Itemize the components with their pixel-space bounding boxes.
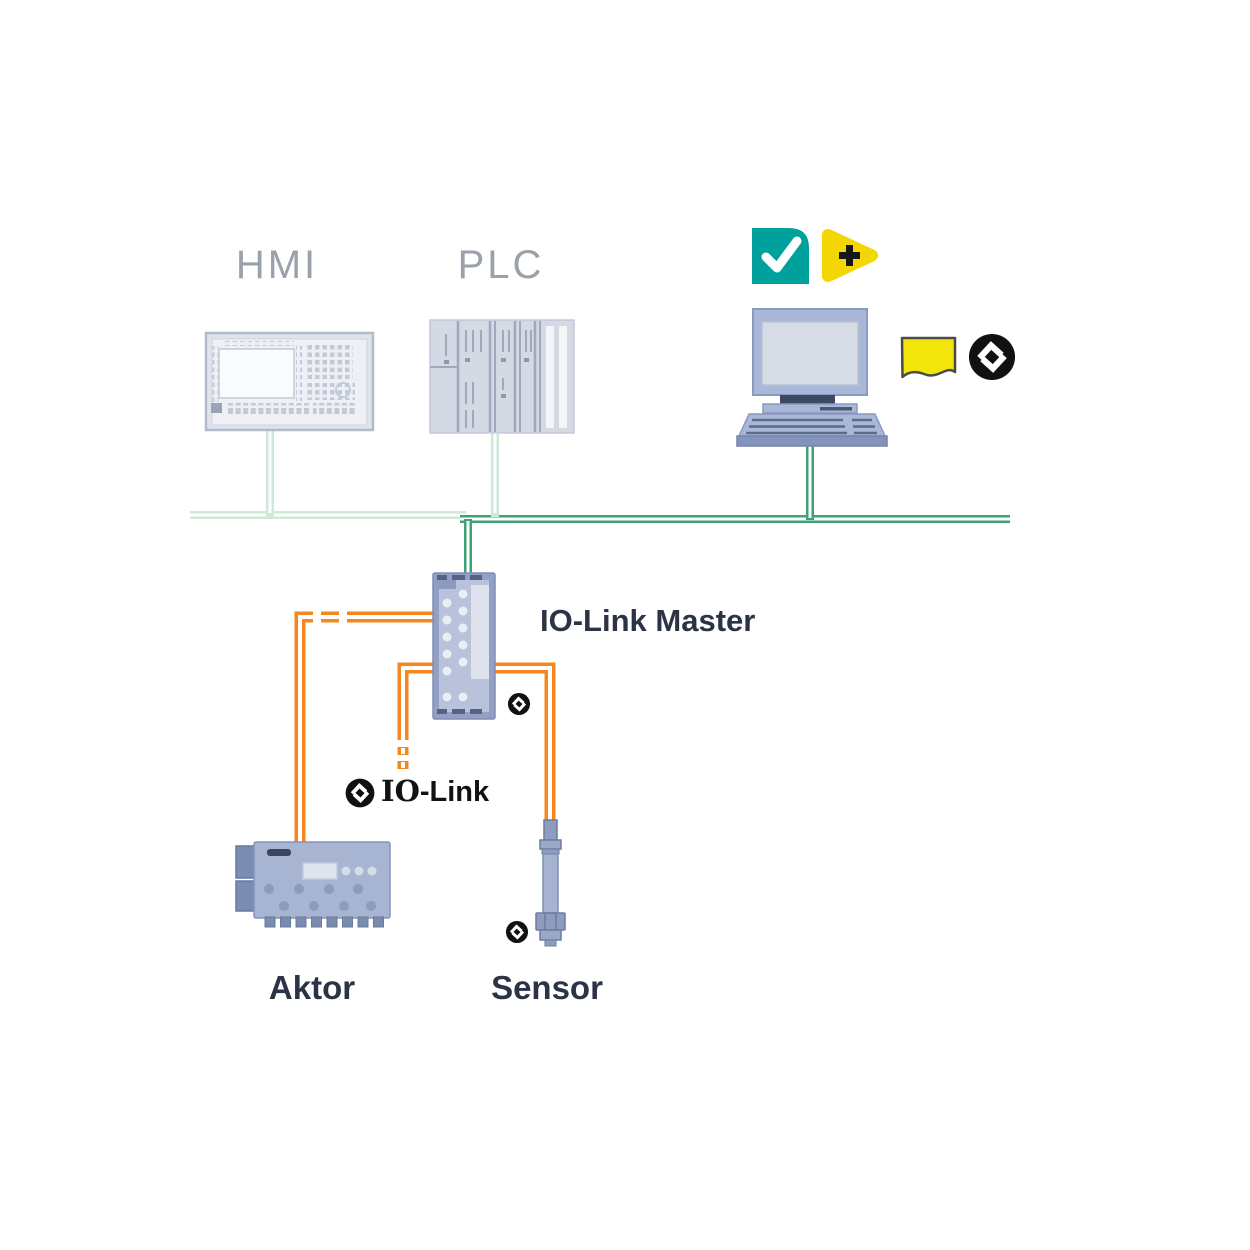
pc-keyboard-base xyxy=(736,435,888,447)
data-exchange-icon-master xyxy=(507,692,531,716)
io-link-logo-text: IO-Link xyxy=(381,774,489,809)
cable-master-to-sensor xyxy=(492,662,556,832)
data-exchange-icon-pc xyxy=(969,334,1015,380)
check-icon xyxy=(752,228,809,284)
io-link-logo-text-io: IO xyxy=(381,774,420,808)
data-exchange-icon-sensor xyxy=(505,920,529,944)
aktor-label: Aktor xyxy=(268,969,356,1006)
play-plus-icon xyxy=(822,229,878,282)
plc-device xyxy=(429,319,575,434)
sensor-label: Sensor xyxy=(491,969,603,1006)
io-link-logo-icon xyxy=(345,778,375,808)
io-link-master-device xyxy=(432,572,496,720)
io-link-master-label: IO-Link Master xyxy=(540,603,756,638)
fieldbus-network xyxy=(190,429,1010,575)
pc-monitor-neck xyxy=(780,395,835,404)
plc-label: PLC xyxy=(457,243,545,287)
io-link-logo-text-link: -Link xyxy=(419,776,490,808)
cable-master-io-link-stub xyxy=(397,662,436,769)
sensor-device xyxy=(535,819,566,947)
cable-master-to-aktor xyxy=(294,611,436,846)
hmi-device xyxy=(204,331,375,432)
pc-base-unit xyxy=(762,403,858,414)
aktor-device xyxy=(235,841,391,928)
flag-icon xyxy=(900,336,957,379)
pc-screen xyxy=(761,321,859,386)
hmi-label: HMI xyxy=(235,243,319,287)
pc-device xyxy=(736,308,888,447)
